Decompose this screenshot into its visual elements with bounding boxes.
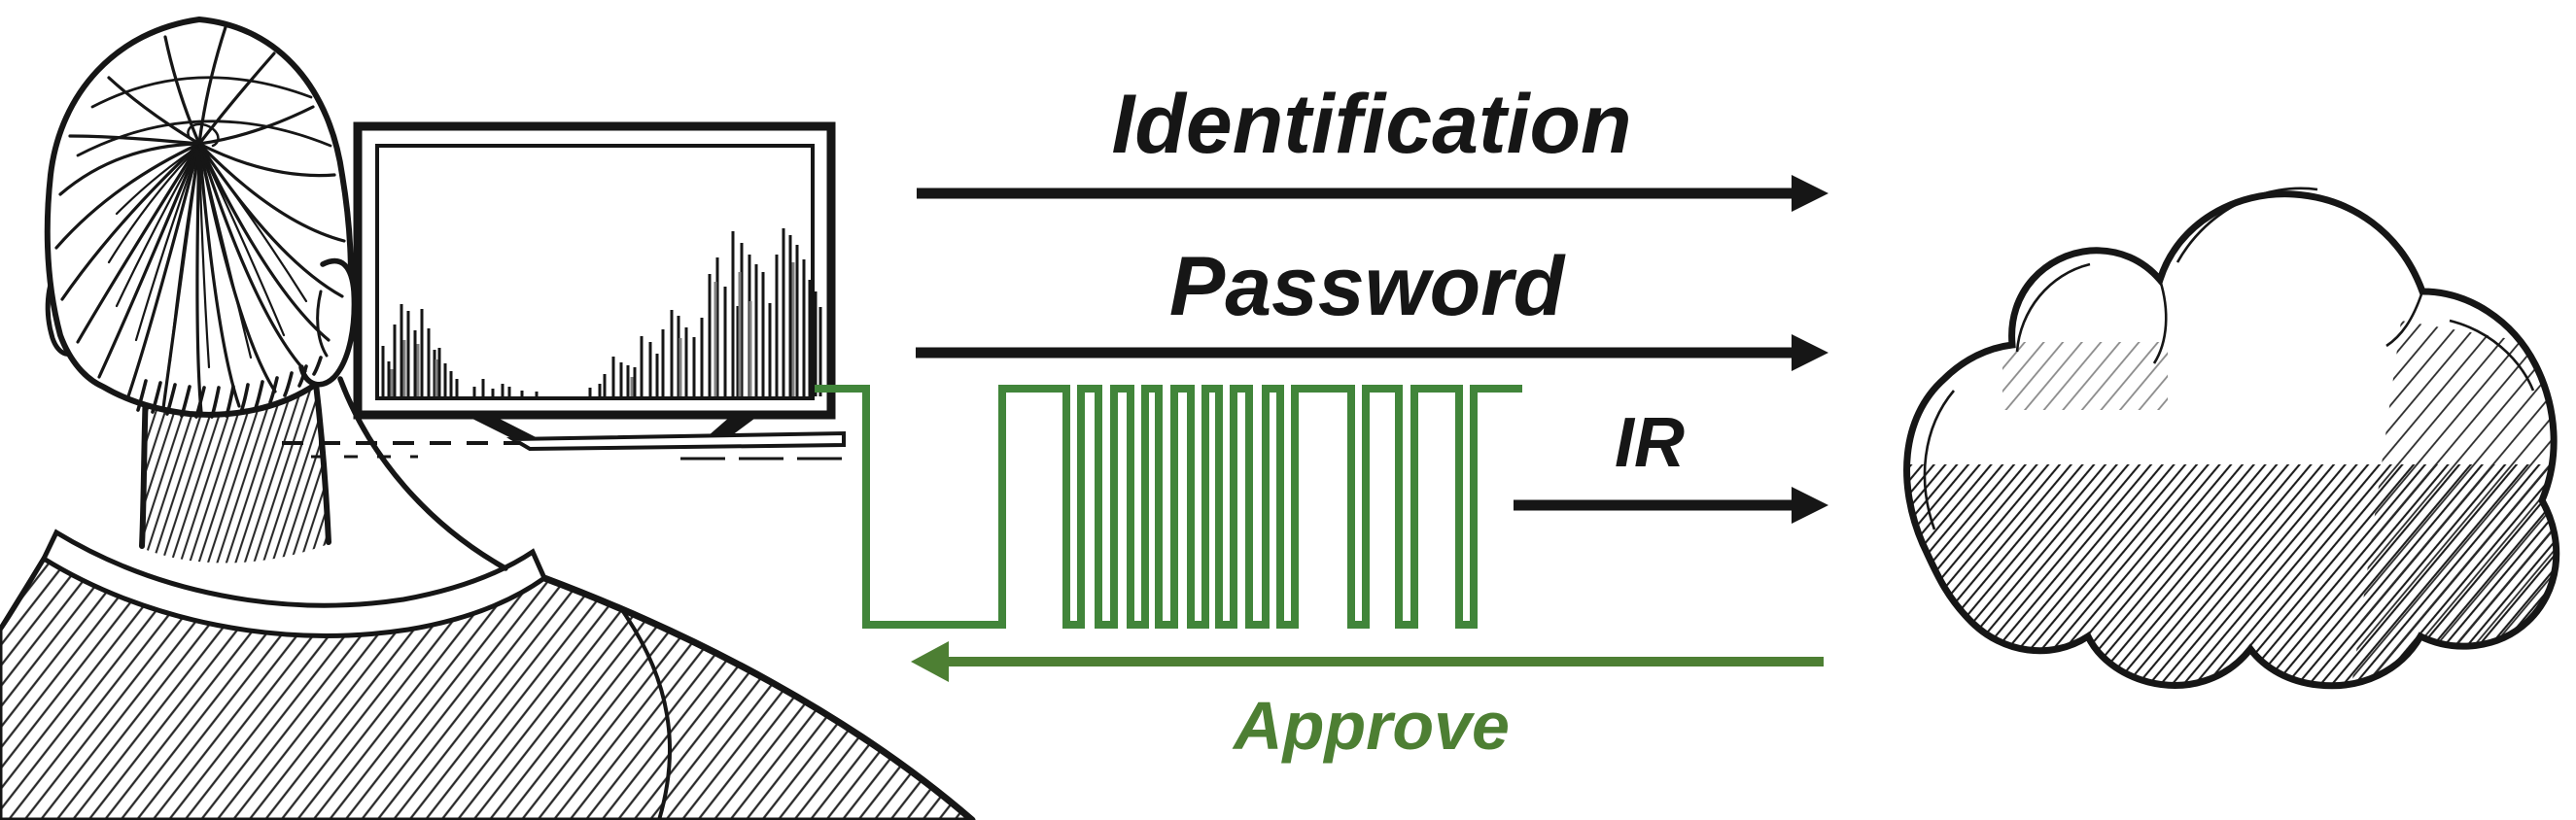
tv-screen-bars xyxy=(381,228,822,396)
person-hair xyxy=(54,25,346,419)
hair-nape-shading xyxy=(136,356,323,419)
ir-signal-waveform xyxy=(815,385,1522,629)
cloud-sketch xyxy=(1903,187,2560,690)
arrow-identification xyxy=(917,175,1828,212)
shirt-collar xyxy=(40,529,548,638)
label-approve: Approve xyxy=(1234,688,1510,764)
cloud-sketch-echo-lines xyxy=(1923,187,2535,530)
tv-sketch xyxy=(282,121,846,461)
arrow-approve xyxy=(911,641,1824,682)
label-identification: Identification xyxy=(1111,78,1632,171)
ear-icon xyxy=(298,257,358,388)
person-neck xyxy=(139,376,508,571)
label-password: Password xyxy=(1168,240,1565,333)
label-ir: IR xyxy=(1615,404,1685,482)
arrow-password xyxy=(916,334,1828,371)
person-sketch xyxy=(0,16,976,820)
tv-stand xyxy=(467,416,846,452)
tv-screen xyxy=(375,144,815,400)
tv-ground-shadow xyxy=(282,441,842,461)
arrow-ir xyxy=(1514,487,1828,524)
